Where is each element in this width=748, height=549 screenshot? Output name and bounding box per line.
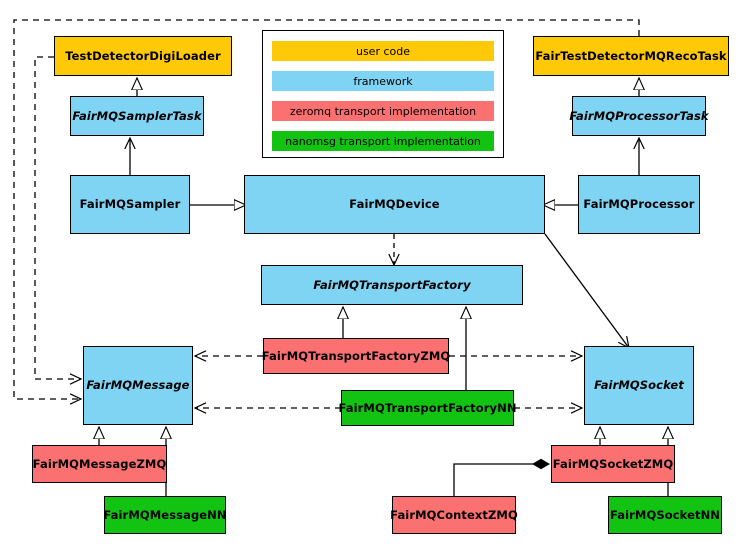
class-box-fairmqtransportfactorynn[interactable]: FairMQTransportFactoryNN [338,390,517,426]
class-box-label: FairMQDevice [349,197,440,212]
legend-item-label: nanomsg transport implementation [285,134,481,148]
class-box-label: FairMQTransportFactory [313,277,471,292]
class-box-fairmqprocessor[interactable]: FairMQProcessor [578,175,700,234]
legend-item-label: user code [355,44,411,58]
class-box-fairmqcontextzmq[interactable]: FairMQContextZMQ [390,496,518,534]
class-box-label: FairMQSocketZMQ [552,456,674,471]
class-box-fairmqsocketzmq[interactable]: FairMQSocketZMQ [551,445,675,483]
legend-item-label: zeromq transport implementation [289,104,477,118]
class-box-label: FairMQTransportFactoryNN [338,400,517,415]
class-box-label: FairMQSocketNN [609,507,721,522]
legend-item-nanomsg: nanomsg transport implementation [272,131,494,151]
class-box-label: FairMQMessageZMQ [32,456,167,471]
class-box-fairmqtransportfactory[interactable]: FairMQTransportFactory [261,265,523,305]
class-box-fairmqdevice[interactable]: FairMQDevice [244,175,545,234]
legend-panel: user code framework zeromq transport imple… [262,30,504,158]
class-box-label: FairMQProcessorTask [569,108,709,123]
class-box-label: FairMQTransportFactoryZMQ [261,348,451,363]
class-box-fairmqmessagezmq[interactable]: FairMQMessageZMQ [32,445,167,483]
class-box-label: FairMQSampler [79,197,181,212]
class-box-label: FairMQSocket [594,378,684,393]
class-box-label: FairTestDetectorMQRecoTask [535,48,727,63]
class-box-label: FairMQContextZMQ [390,507,518,522]
class-box-label: FairMQProcessor [583,197,695,212]
edge-socketzmq-contextzmq [453,458,550,496]
class-box-fairmqmessage[interactable]: FairMQMessage [83,346,193,425]
class-box-fairmqprocessortask[interactable]: FairMQProcessorTask [569,96,709,136]
class-box-testdetectordigiloader[interactable]: TestDetectorDigiLoader [54,36,232,76]
edge-recotask-message [13,19,640,405]
edge-device-socket [544,233,630,350]
class-box-label: FairMQSamplerTask [72,108,202,123]
class-box-label: FairMQMessageNN [103,507,227,522]
legend-item-zeromq: zeromq transport implementation [272,101,494,121]
legend-item-framework: framework [272,71,494,91]
legend-item-user-code: user code [272,41,494,61]
class-box-fairtestdetectormqrecotask[interactable]: FairTestDetectorMQRecoTask [533,36,729,76]
class-box-fairmqtransportfactoryzmq[interactable]: FairMQTransportFactoryZMQ [261,338,451,374]
class-box-label: TestDetectorDigiLoader [65,48,221,63]
class-box-fairmqsampler[interactable]: FairMQSampler [70,175,190,234]
class-box-fairmqsocketnn[interactable]: FairMQSocketNN [608,496,722,534]
class-box-label: FairMQMessage [86,378,190,393]
class-box-fairmqsocket[interactable]: FairMQSocket [584,346,694,425]
class-box-fairmqmessagenn[interactable]: FairMQMessageNN [103,496,227,534]
legend-item-label: framework [353,74,413,88]
edge-digiloader-message [34,56,83,385]
class-box-fairmqsamplertask[interactable]: FairMQSamplerTask [70,96,204,136]
